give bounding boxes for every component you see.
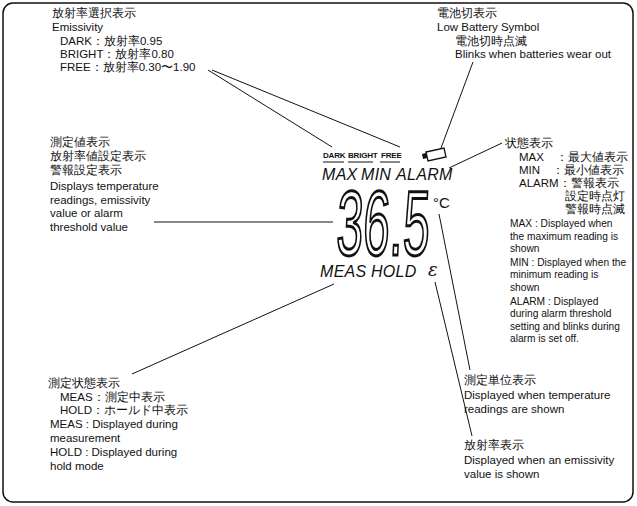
callout-text: Displays temperature readings, emissivit… bbox=[50, 180, 162, 234]
label-holder: 36.5 bbox=[339, 177, 518, 269]
callout-text: 電池切時点滅 bbox=[455, 35, 527, 49]
label-holder: 警報時点滅 bbox=[565, 203, 625, 217]
lcd-unit: °C bbox=[433, 195, 450, 211]
callout-text: 警報設定表示 bbox=[50, 164, 122, 178]
callout-heading: 測定状態表示 bbox=[48, 377, 120, 391]
label-holder: FREE bbox=[381, 151, 402, 160]
label-holder: °C bbox=[433, 195, 450, 211]
label-holder: 電池切時点滅 bbox=[455, 35, 527, 49]
label-holder: 測定単位表示 bbox=[464, 374, 536, 388]
label-holder: 警報設定表示 bbox=[50, 164, 122, 178]
callout-text: MEAS : Displayed during measurement bbox=[50, 418, 200, 445]
callout-heading: 放射率表示 bbox=[464, 439, 524, 453]
leader-line bbox=[208, 70, 332, 147]
lcd-digits: 36.5 bbox=[335, 177, 432, 269]
callout-heading: 状態表示 bbox=[505, 137, 553, 151]
leader-line bbox=[449, 143, 502, 168]
indicator-underline bbox=[380, 162, 400, 163]
label-holder: HOLD bbox=[371, 263, 417, 280]
label-holder: 設定時点灯 bbox=[565, 190, 625, 204]
lcd-indicator: BRIGHT bbox=[348, 151, 377, 160]
indicator-underline bbox=[323, 162, 344, 163]
callout-heading: 放射率選択表示 bbox=[52, 7, 136, 21]
label-holder: 放射率選択表示 bbox=[52, 7, 136, 21]
callout-text: 設定時点灯 bbox=[565, 190, 625, 204]
leader-line bbox=[439, 214, 470, 370]
lcd-indicator: HOLD bbox=[371, 263, 417, 280]
leader-line bbox=[441, 62, 473, 148]
callout-text: ALARM : Displayed during alarm threshold… bbox=[510, 296, 628, 346]
callout-text: MAX : Displayed when the maximum reading… bbox=[510, 218, 628, 256]
callout-text: MEAS：測定中表示 bbox=[60, 391, 165, 405]
callout-text: HOLD : Displayed during hold mode bbox=[50, 446, 200, 473]
indicator-underline bbox=[348, 162, 373, 163]
label-holder: 放射率値設定表示 bbox=[50, 150, 146, 164]
leader-line bbox=[132, 284, 334, 374]
label-holder: Displayed when an emissivity value is sh… bbox=[464, 454, 624, 481]
callout-text: 放射率値設定表示 bbox=[50, 150, 146, 164]
callout-text: 警報時点滅 bbox=[565, 203, 625, 217]
callout-text: FREE：放射率0.30〜1.90 bbox=[60, 61, 195, 75]
callout-text: MIN : Displayed when the minimum reading… bbox=[510, 257, 628, 295]
callout-text: Blinks when batteries wear out bbox=[455, 48, 611, 62]
label-holder: ALARM：警報表示 bbox=[519, 177, 619, 191]
label-holder: Displays temperature readings, emissivit… bbox=[50, 180, 162, 234]
label-holder: MEAS bbox=[320, 263, 367, 280]
callout-text: BRIGHT：放射率0.80 bbox=[60, 48, 174, 62]
callout-heading: 測定値表示 bbox=[50, 136, 110, 150]
label-holder: ε bbox=[428, 261, 438, 279]
lcd-symbol: ε bbox=[428, 261, 438, 279]
leader-line bbox=[154, 222, 333, 223]
label-holder: 状態表示 bbox=[505, 137, 553, 151]
label-holder: MEAS：測定中表示 bbox=[60, 391, 165, 405]
label-holder: MIN ：最小値表示 bbox=[519, 164, 624, 178]
label-holder: MAX : Displayed when the maximum reading… bbox=[510, 218, 628, 256]
lcd-indicator: DARK bbox=[323, 151, 345, 160]
label-holder: MAX ：最大値表示 bbox=[519, 151, 628, 165]
callout-text: HOLD：ホールド中表示 bbox=[60, 404, 188, 418]
label-holder: DARK：放射率0.95 bbox=[60, 35, 162, 49]
callout-text: MAX ：最大値表示 bbox=[519, 151, 628, 165]
battery-symbol bbox=[422, 148, 446, 161]
label-holder: ALARM : Displayed during alarm threshold… bbox=[510, 296, 628, 346]
label-holder: Blinks when batteries wear out bbox=[455, 48, 611, 62]
label-holder: HOLD：ホールド中表示 bbox=[60, 404, 188, 418]
label-holder: HOLD : Displayed during hold mode bbox=[50, 446, 200, 473]
label-holder: 測定値表示 bbox=[50, 136, 110, 150]
label-holder: Emissivity bbox=[52, 21, 103, 35]
label-holder: 測定状態表示 bbox=[48, 377, 120, 391]
callout-text: Displayed when an emissivity value is sh… bbox=[464, 454, 624, 481]
callout-heading: 測定単位表示 bbox=[464, 374, 536, 388]
label-holder: MEAS : Displayed during measurement bbox=[50, 418, 200, 445]
label-holder: MIN : Displayed when the minimum reading… bbox=[510, 257, 628, 295]
callout-text: MIN ：最小値表示 bbox=[519, 164, 624, 178]
outer-frame bbox=[3, 3, 633, 502]
label-holder: 放射率表示 bbox=[464, 439, 524, 453]
label-holder: BRIGHT：放射率0.80 bbox=[60, 48, 174, 62]
label-holder: 電池切表示 bbox=[437, 7, 497, 21]
callout-text: ALARM：警報表示 bbox=[519, 177, 619, 191]
callout-text: Low Battery Symbol bbox=[437, 21, 539, 35]
lcd-indicator: FREE bbox=[381, 151, 402, 160]
leader-line bbox=[212, 70, 400, 147]
label-holder: DARK bbox=[323, 151, 345, 160]
label-holder: Displayed when temperature readings are … bbox=[464, 389, 624, 416]
callout-text: DARK：放射率0.95 bbox=[60, 35, 162, 49]
label-holder: FREE：放射率0.30〜1.90 bbox=[60, 61, 195, 75]
label-holder: Low Battery Symbol bbox=[437, 21, 539, 35]
label-holder: BRIGHT bbox=[348, 151, 377, 160]
callout-text: Emissivity bbox=[52, 21, 103, 35]
lcd-indicator: MEAS bbox=[320, 263, 367, 280]
callout-heading: 電池切表示 bbox=[437, 7, 497, 21]
callout-text: Displayed when temperature readings are … bbox=[464, 389, 624, 416]
